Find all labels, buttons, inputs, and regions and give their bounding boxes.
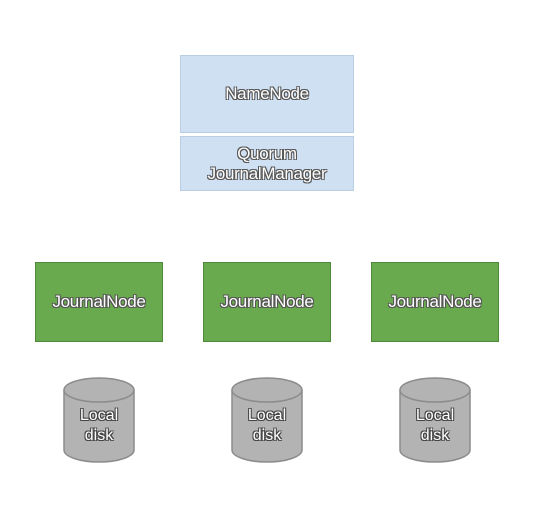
disk-label-line1: Local [415, 407, 455, 424]
disk-cylinder-icon [399, 377, 471, 463]
namenode-label: NameNode [225, 84, 309, 103]
qjm-label-line2: JournalManager [207, 163, 327, 183]
journal-node-label: JournalNode [388, 292, 482, 311]
disk-label-line1: Local [247, 407, 287, 424]
disk-label-line2: disk [420, 427, 450, 444]
journal-node-1: JournalNode [35, 262, 163, 342]
local-disk-1: Local disk [62, 376, 136, 464]
namenode-box: NameNode [180, 55, 354, 133]
disk-cylinder-icon [63, 377, 135, 463]
qjm-label-line1: Quorum [237, 143, 297, 163]
quorum-journal-manager-box: Quorum JournalManager [180, 136, 354, 191]
disk-label-line2: disk [84, 427, 114, 444]
disk-label-line1: Local [79, 407, 119, 424]
disk-cylinder-icon [231, 377, 303, 463]
local-disk-3: Local disk [398, 376, 472, 464]
local-disk-2: Local disk [230, 376, 304, 464]
journal-node-label: JournalNode [220, 292, 314, 311]
disk-label-line2: disk [252, 427, 282, 444]
journal-node-label: JournalNode [52, 292, 146, 311]
journal-node-2: JournalNode [203, 262, 331, 342]
journal-node-3: JournalNode [371, 262, 499, 342]
